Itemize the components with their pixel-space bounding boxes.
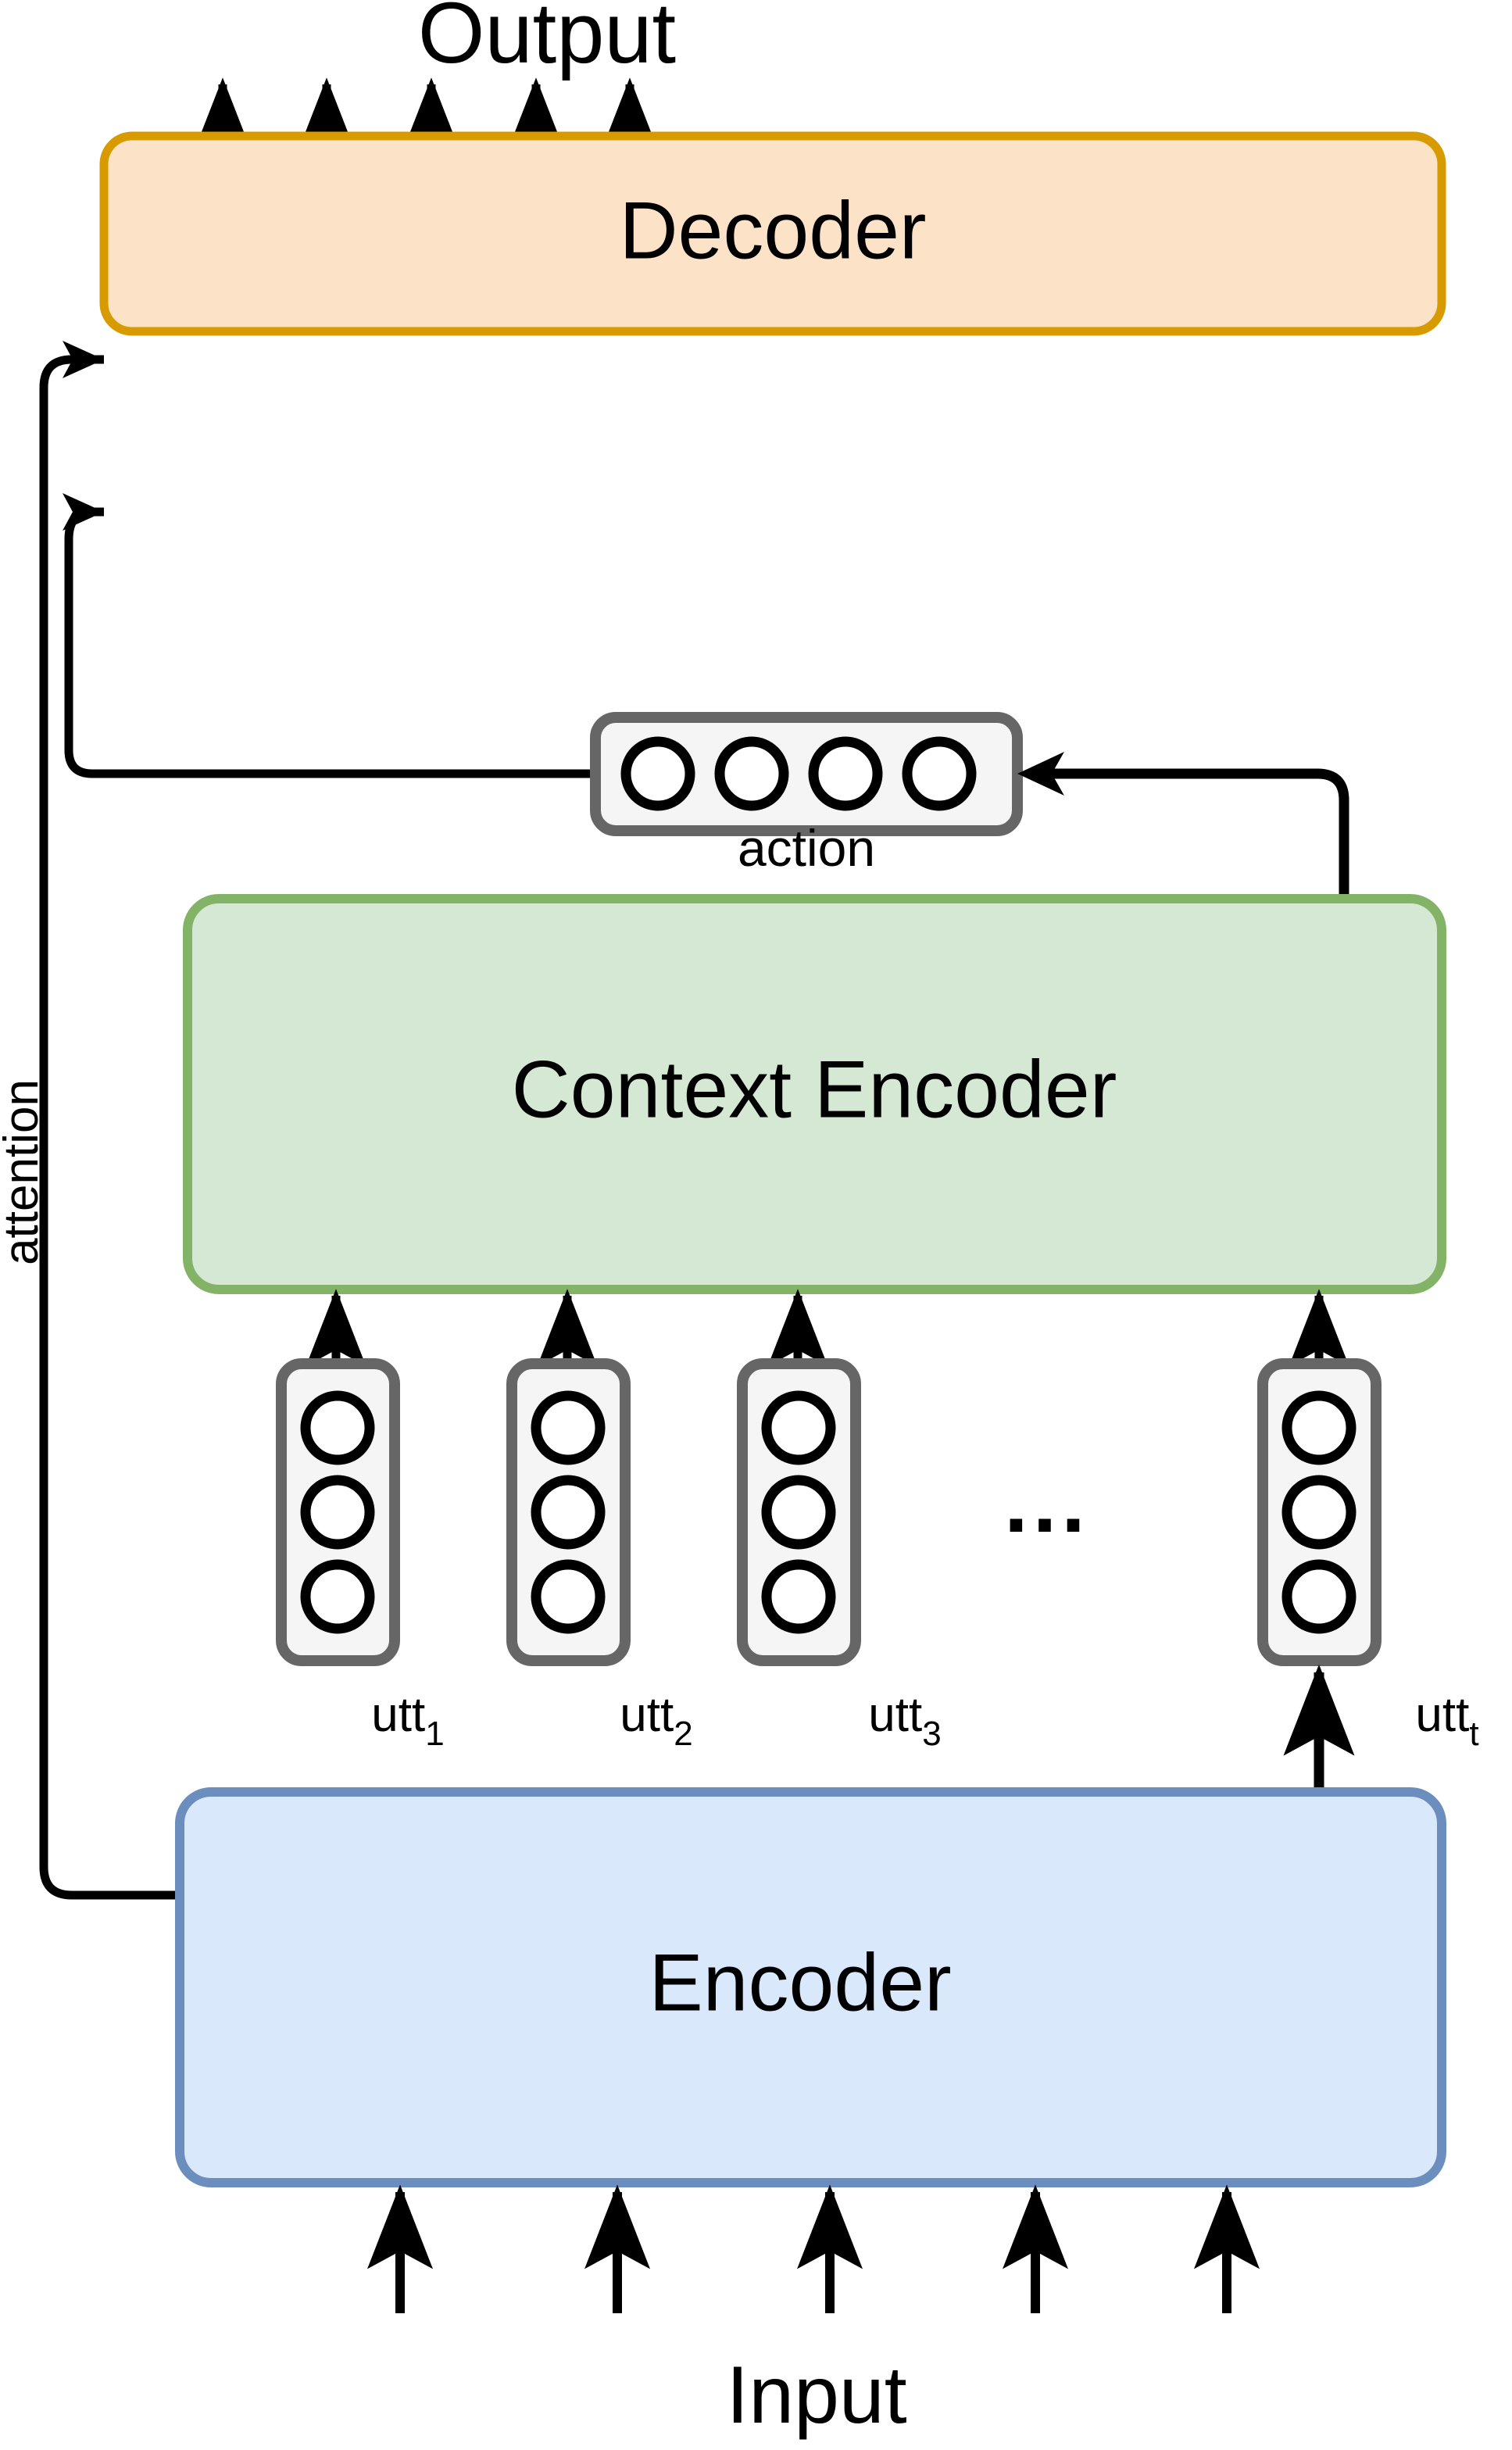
utt3-circle bbox=[761, 1559, 836, 1634]
utt2-circle bbox=[531, 1390, 606, 1465]
utt2-caption: utt2 bbox=[620, 1688, 692, 1753]
utt3-sub: 3 bbox=[922, 1715, 941, 1753]
decoder-box[interactable] bbox=[99, 131, 1446, 336]
action-vector-box[interactable] bbox=[590, 712, 1023, 836]
utterance-vector-3[interactable] bbox=[737, 1358, 861, 1666]
uttt-base: utt bbox=[1415, 1688, 1469, 1742]
context-encoder-label: Context Encoder bbox=[512, 1044, 1117, 1135]
utt3-base: utt bbox=[868, 1688, 922, 1742]
utterance-vector-1[interactable] bbox=[276, 1358, 400, 1666]
context-to-action-connector bbox=[1036, 768, 1349, 900]
utt1-caption: utt1 bbox=[371, 1688, 444, 1753]
utt3-circle bbox=[761, 1390, 836, 1465]
action-vector-label: action bbox=[738, 819, 875, 877]
uttt-circle bbox=[1281, 1559, 1357, 1634]
action-to-decoder-arrowhead bbox=[63, 493, 104, 531]
utt1-sub: 1 bbox=[425, 1715, 444, 1753]
action-vector-circle bbox=[714, 736, 789, 811]
utterance-vector-t[interactable] bbox=[1257, 1358, 1382, 1666]
utt1-circle bbox=[300, 1390, 375, 1465]
uttt-caption: uttt bbox=[1415, 1688, 1478, 1753]
uttt-sub: t bbox=[1469, 1715, 1478, 1753]
action-vector-circle bbox=[902, 736, 977, 811]
utt2-circle bbox=[531, 1475, 606, 1550]
input-label: Input bbox=[726, 2350, 906, 2441]
action-vector-circle bbox=[620, 736, 695, 811]
utt1-circle bbox=[300, 1475, 375, 1550]
utt1-base: utt bbox=[371, 1688, 425, 1742]
attention-connector bbox=[39, 355, 180, 1900]
output-label: Output bbox=[418, 0, 676, 81]
utt1-circle bbox=[300, 1559, 375, 1634]
encoder-box[interactable] bbox=[175, 1787, 1446, 2187]
utt3-circle bbox=[761, 1475, 836, 1550]
context-to-action-arrowhead bbox=[1017, 752, 1064, 796]
input-arrows-group bbox=[367, 2184, 1260, 2313]
action-vector-circle bbox=[808, 736, 883, 811]
uttt-circle bbox=[1281, 1475, 1357, 1550]
utt2-sub: 2 bbox=[674, 1715, 692, 1753]
utterance-to-context-arrows bbox=[306, 1289, 1349, 1367]
action-to-decoder-connector bbox=[64, 507, 594, 778]
ellipsis-label: ... bbox=[1004, 1454, 1090, 1550]
output-arrows-group bbox=[192, 77, 660, 156]
action-vector[interactable] bbox=[590, 712, 1023, 836]
attention-arrowhead bbox=[63, 341, 104, 378]
utterance-vector-2[interactable] bbox=[506, 1358, 631, 1666]
utt2-base: utt bbox=[620, 1688, 674, 1742]
attention-label: attention bbox=[0, 1079, 48, 1265]
encoder-label: Encoder bbox=[649, 1937, 951, 2028]
decoder-label: Decoder bbox=[619, 185, 926, 276]
uttt-circle bbox=[1281, 1390, 1357, 1465]
utt3-caption: utt3 bbox=[868, 1688, 941, 1753]
utt2-circle bbox=[531, 1559, 606, 1634]
